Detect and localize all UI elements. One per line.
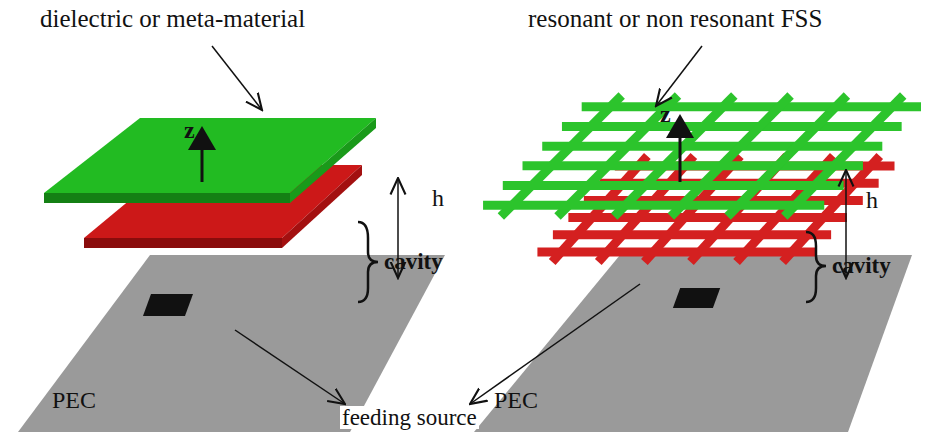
fss-strip [483, 201, 824, 210]
dimension-label: h [432, 186, 444, 210]
heading-label: resonant or non resonant FSS [528, 6, 822, 31]
region-label: cavity [832, 254, 891, 277]
cavity-brace [358, 222, 378, 302]
leader-line [470, 284, 640, 404]
fss-strip [671, 96, 791, 217]
feeding-source [143, 294, 193, 316]
leader-line [656, 46, 702, 106]
axis-label: z [660, 102, 671, 126]
fss-strip [542, 142, 882, 151]
heading-label: dielectric or meta-material [40, 6, 305, 31]
dielectric-slab-side [290, 118, 376, 203]
fss-strip [537, 248, 815, 257]
leader-line [235, 330, 345, 404]
fss-strip [558, 96, 678, 217]
part-label: feeding source [340, 406, 479, 429]
fss-strip [503, 181, 844, 190]
fss-strip [523, 161, 863, 170]
fss-strip [614, 96, 734, 217]
dielectric-slab [44, 118, 376, 193]
fss-strip [501, 96, 622, 217]
red-slab-edge [84, 238, 282, 248]
part-label: PEC [494, 388, 538, 412]
part-label: PEC [52, 388, 96, 412]
cavity-brace [806, 232, 826, 302]
fss-strip [784, 96, 903, 217]
feeding-source [673, 288, 720, 308]
dielectric-slab-edge [44, 193, 290, 203]
fss-strip [582, 102, 921, 111]
dimension-label: h [866, 188, 878, 212]
fss-strip [562, 122, 902, 131]
leader-line [212, 46, 262, 110]
axis-label: z [184, 118, 195, 142]
fss-strip [553, 230, 831, 239]
pec-ground [474, 255, 912, 432]
fss-strip [568, 213, 847, 222]
region-label: cavity [384, 250, 443, 273]
fss-strip [728, 96, 847, 217]
